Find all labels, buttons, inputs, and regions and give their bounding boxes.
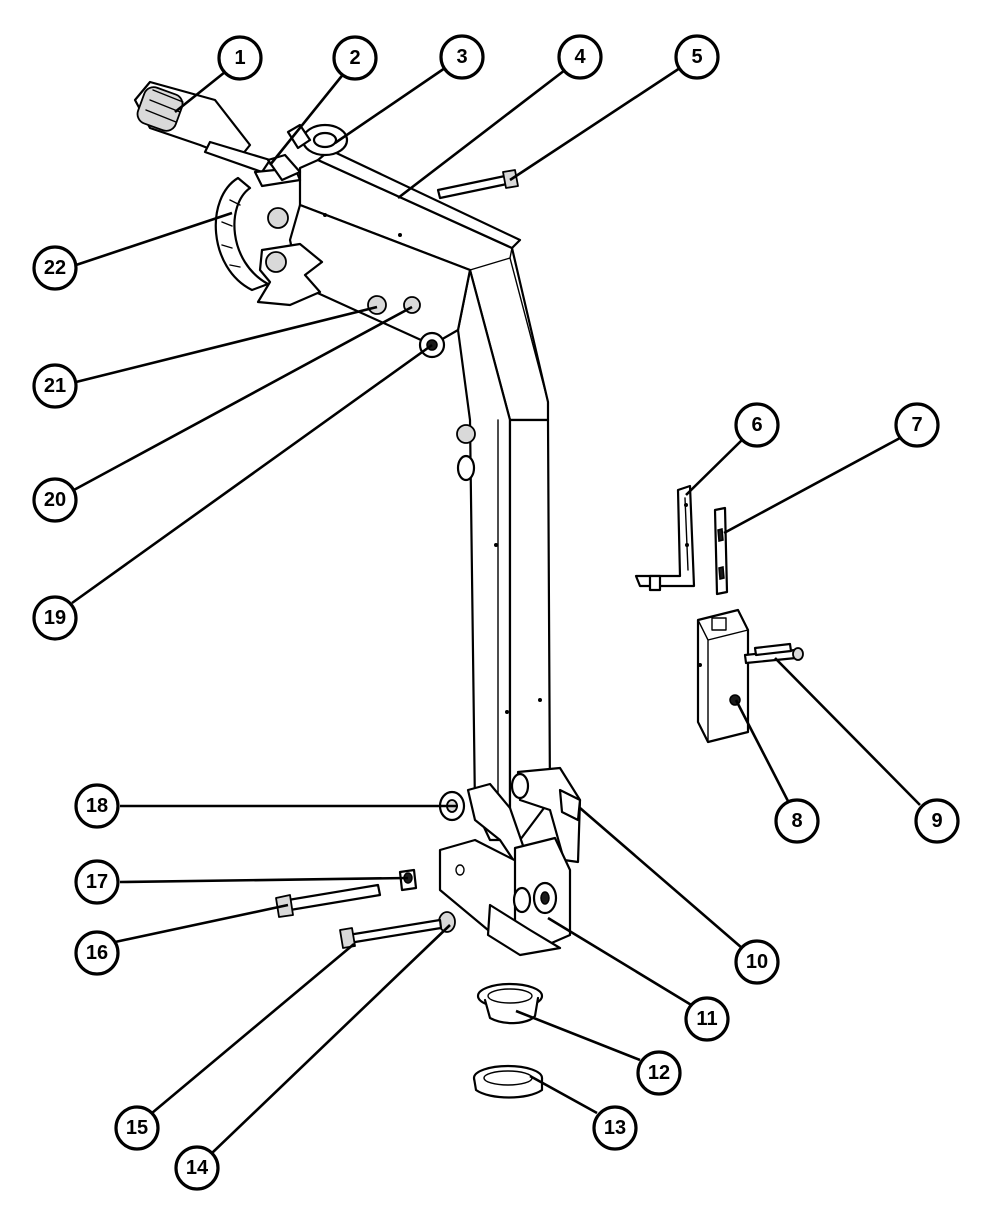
callout-19: 19 [32, 595, 78, 641]
callout-11: 11 [684, 996, 730, 1042]
fastener-washer [367, 295, 387, 315]
callout-20-label: 20 [44, 489, 66, 511]
callout-21-label: 21 [44, 375, 66, 397]
bottom-bolt [275, 883, 382, 918]
housing-screws [743, 642, 804, 665]
callout-1: 1 [217, 35, 263, 81]
callout-20: 20 [32, 477, 78, 523]
callout-8-label: 8 [791, 810, 802, 832]
flat-strip [713, 506, 729, 596]
callouts: 1 2 3 4 5 6 7 8 [32, 34, 960, 1191]
housing-block [696, 608, 750, 744]
bushing-ring [472, 1064, 544, 1099]
callout-21: 21 [32, 363, 78, 409]
callout-4: 4 [557, 34, 603, 80]
callout-8: 8 [774, 798, 820, 844]
callout-5: 5 [674, 34, 720, 80]
side-pin-bracket [510, 766, 582, 864]
callout-1-label: 1 [234, 47, 245, 69]
callout-16-label: 16 [86, 942, 108, 964]
callout-12: 12 [636, 1050, 682, 1096]
cable-connector [133, 80, 272, 174]
main-column-arm [288, 148, 552, 842]
callout-10-label: 10 [746, 951, 768, 973]
callout-10: 10 [734, 939, 780, 985]
callout-22-label: 22 [44, 257, 66, 279]
callout-14-label: 14 [186, 1157, 209, 1179]
knob-handle [256, 207, 324, 307]
cable-bracket-ring [214, 166, 302, 292]
callout-18-label: 18 [86, 795, 108, 817]
callout-6-label: 6 [751, 414, 762, 436]
long-bolt [436, 169, 519, 200]
column-slot [456, 454, 476, 482]
callout-2-label: 2 [349, 47, 360, 69]
eye-bolt [286, 123, 349, 157]
callout-17: 17 [74, 859, 120, 905]
callout-13: 13 [592, 1105, 638, 1151]
clip-nut [398, 868, 418, 892]
callout-13-label: 13 [604, 1117, 626, 1139]
callout-19-label: 19 [44, 607, 66, 629]
callout-14: 14 [174, 1145, 220, 1191]
callout-11-label: 11 [696, 1008, 717, 1030]
base-fork [438, 836, 572, 957]
callout-7: 7 [894, 402, 940, 448]
leader-lines [69, 66, 921, 1154]
cable-clamp [266, 153, 302, 182]
callout-15: 15 [114, 1105, 160, 1151]
callout-12-label: 12 [648, 1062, 670, 1084]
callout-7-label: 7 [911, 414, 922, 436]
callout-4-label: 4 [574, 46, 586, 68]
callout-15-label: 15 [126, 1117, 148, 1139]
flanged-bushing [476, 982, 544, 1025]
callout-17-label: 17 [86, 871, 108, 893]
callout-2: 2 [332, 35, 378, 81]
column-nut [456, 424, 476, 444]
bottom-bolt-long [339, 918, 443, 949]
callout-6: 6 [734, 402, 780, 448]
callout-22: 22 [32, 245, 78, 291]
callout-9-label: 9 [931, 810, 942, 832]
callout-16: 16 [74, 930, 120, 976]
l-bracket [634, 484, 696, 592]
callout-5-label: 5 [691, 46, 702, 68]
callout-18: 18 [74, 783, 120, 829]
callout-3: 3 [439, 34, 485, 80]
callout-9: 9 [914, 798, 960, 844]
callout-3-label: 3 [456, 46, 467, 68]
